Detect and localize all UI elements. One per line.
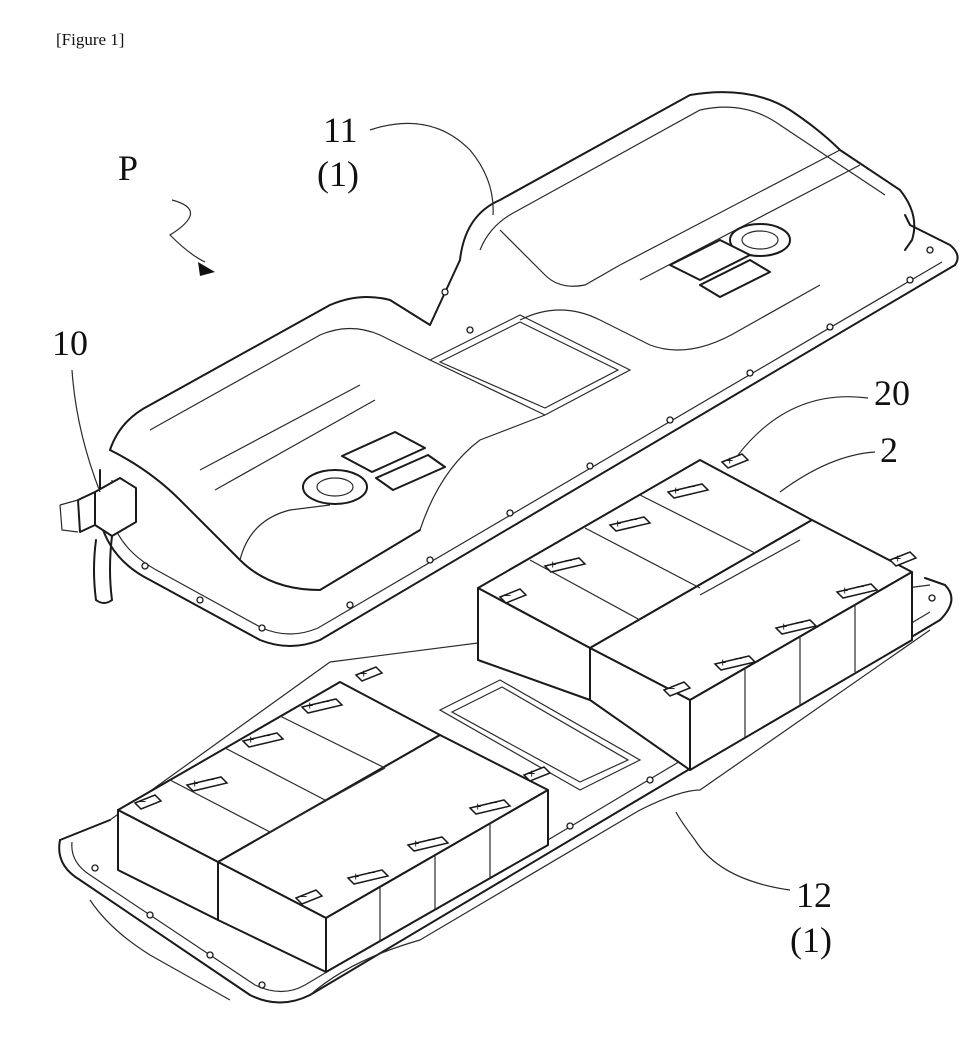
battery-modules-left: [118, 682, 548, 972]
battery-modules-right: [478, 460, 912, 770]
terminal-plus-sign: +: [719, 655, 726, 670]
terminal-minus-sign: −: [490, 795, 497, 810]
terminal-plus-sign: +: [614, 516, 621, 531]
direction-arrow-head: [198, 262, 215, 276]
terminal-minus-sign: −: [322, 694, 329, 709]
terminal-plus-sign: +: [672, 483, 679, 498]
leader-10: [72, 370, 100, 492]
terminal-plus-sign: +: [306, 698, 313, 713]
terminal-minus-sign: −: [857, 579, 864, 594]
terminal-minus-sign: −: [207, 772, 214, 787]
terminal-minus-sign: −: [368, 865, 375, 880]
label-battery-ref: 2: [880, 430, 898, 470]
terminal-plus-sign: +: [352, 869, 359, 884]
terminal-minus-sign: −: [263, 728, 270, 743]
terminal-plus-sign: +: [780, 619, 787, 634]
terminal-plus-sign: +: [549, 557, 556, 572]
terminal-minus-sign: −: [300, 889, 307, 904]
terminal-plus-sign: +: [726, 453, 733, 468]
terminal-plus-sign: +: [894, 551, 901, 566]
terminal-plus-sign: +: [841, 583, 848, 598]
terminal-minus-sign: −: [688, 479, 695, 494]
label-connector-ref: 10: [52, 323, 88, 363]
terminal-plus-sign: +: [528, 766, 535, 781]
terminal-minus-sign: −: [796, 615, 803, 630]
terminal-minus-sign: −: [630, 512, 637, 527]
leader-12: [676, 812, 790, 890]
terminal-plus-sign: +: [247, 732, 254, 747]
terminal-plus-sign: +: [360, 666, 367, 681]
leader-20: [738, 397, 868, 455]
label-cover-group: (1): [317, 154, 359, 194]
terminal-minus-sign: −: [428, 832, 435, 847]
leader-11: [370, 123, 493, 215]
label-direction-p: P: [118, 148, 138, 188]
direction-arrow-shaft: [170, 200, 205, 262]
terminal-minus-sign: −: [504, 588, 511, 603]
label-tray-group: (1): [790, 920, 832, 960]
terminal-minus-sign: −: [735, 651, 742, 666]
terminal-plus-sign: +: [191, 776, 198, 791]
label-terminal-ref: 20: [874, 373, 910, 413]
connector-body: [60, 478, 136, 603]
terminal-minus-sign: −: [139, 794, 146, 809]
terminal-minus-sign: −: [565, 553, 572, 568]
label-tray-ref: 12: [796, 875, 832, 915]
terminal-minus-sign: −: [668, 681, 675, 696]
terminal-plus-sign: +: [412, 836, 419, 851]
label-cover-ref: 11: [323, 110, 358, 150]
terminal-plus-sign: +: [474, 799, 481, 814]
leader-2: [780, 452, 875, 492]
